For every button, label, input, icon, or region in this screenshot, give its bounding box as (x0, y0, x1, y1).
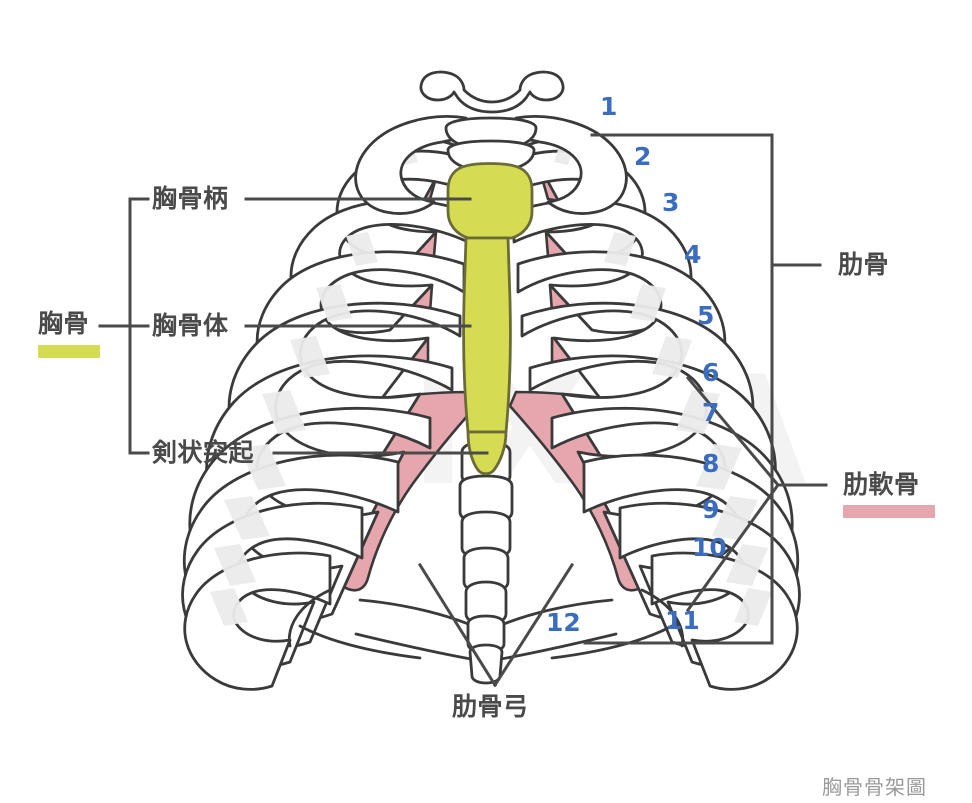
label-costal-arch: 肋骨弓 (452, 692, 529, 721)
leader-lines (98, 133, 828, 688)
rib-number-6: 6 (702, 358, 720, 387)
sternum-body (462, 236, 512, 434)
corner-watermark: 胸骨骨架圖 (822, 775, 927, 799)
rib-number-12: 12 (546, 608, 581, 637)
rib-number-3: 3 (662, 188, 680, 217)
sternum-group (446, 162, 534, 476)
rib-number-10: 10 (692, 533, 727, 562)
label-manubrium: 胸骨柄 (152, 184, 229, 213)
costal-cartilage-color-swatch (843, 505, 935, 518)
cartilage-pointer-upper (685, 375, 781, 488)
rib-number-8: 8 (702, 449, 720, 478)
sternum-manubrium (446, 162, 534, 240)
costal-arch-pointer-right (492, 562, 575, 688)
sternum-group-label: 胸骨 (38, 309, 90, 338)
label-sternal-body: 胸骨体 (152, 311, 229, 340)
cartilage-pointer-lower (685, 482, 781, 613)
clavicle-vertebra-group (354, 70, 628, 215)
rib-number-7: 7 (702, 398, 720, 427)
rib-shading (210, 143, 772, 626)
rib-number-4: 4 (684, 240, 702, 269)
rib-number-11: 11 (665, 606, 700, 635)
rib-number-1: 1 (600, 92, 618, 121)
rib-number-5: 5 (697, 301, 715, 330)
floating-ribs (287, 588, 685, 664)
rib-number-9: 9 (702, 495, 720, 524)
label-costal-cartilage: 肋軟骨 (843, 470, 920, 499)
sternum-color-swatch (38, 345, 100, 358)
label-xiphoid-process: 剣状突起 (152, 438, 255, 467)
costal-arch-pointer-left (417, 562, 498, 688)
rib-number-2: 2 (634, 142, 652, 171)
label-ribs: 肋骨 (838, 250, 890, 279)
vertebrae-group (458, 440, 514, 685)
